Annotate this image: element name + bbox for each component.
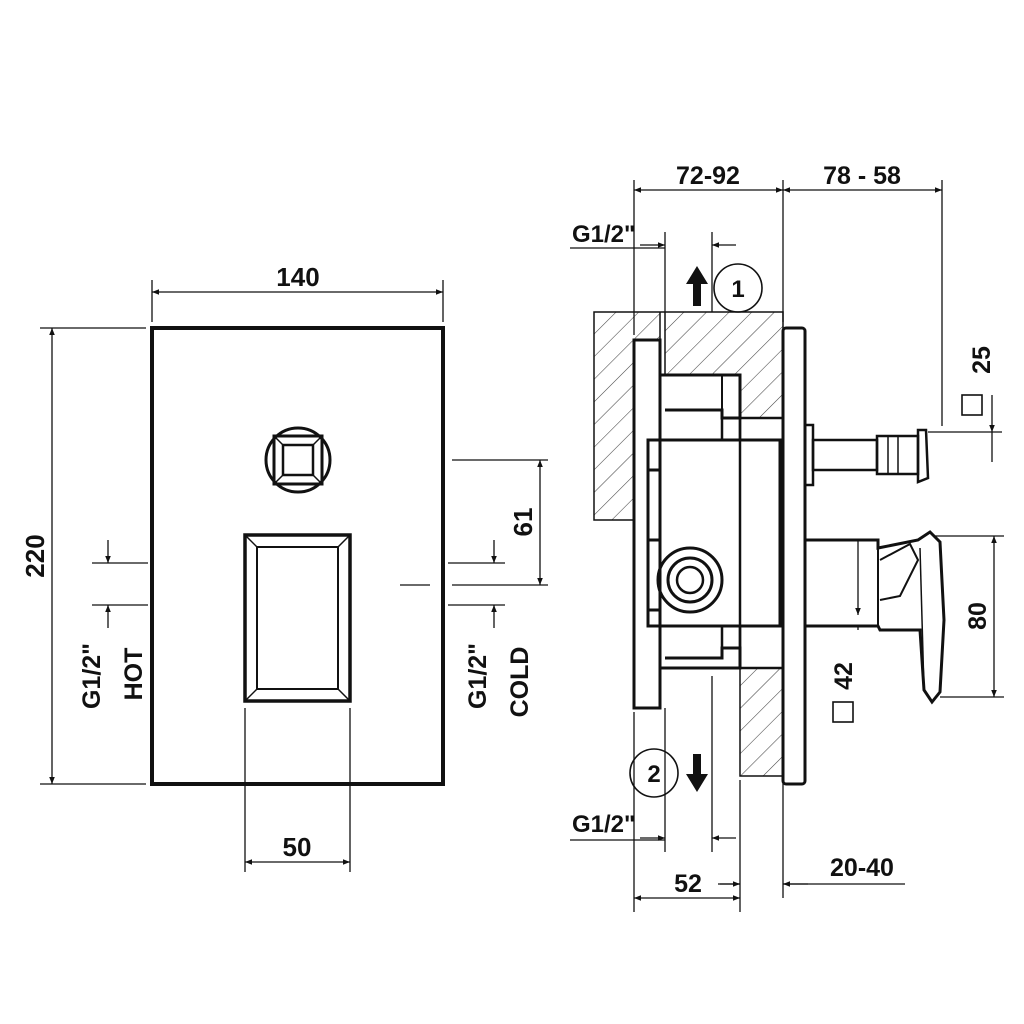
label-hot-thread: G1/2"	[78, 643, 106, 709]
side-view: 72-92 78 - 58 G1/2" 1 2	[570, 162, 1004, 912]
label-outlet1-thread: G1/2"	[572, 221, 635, 248]
label-cold: COLD	[506, 647, 534, 718]
label-outlet1-number: 1	[731, 276, 744, 303]
mixer-handle	[243, 533, 352, 703]
label-hot: HOT	[120, 648, 148, 701]
label-220: 220	[20, 534, 50, 577]
diverter-spindle	[803, 423, 930, 487]
label-outlet2-thread: G1/2"	[572, 811, 635, 838]
dimension-depth-72-92: 72-92	[633, 162, 784, 335]
diverter-knob	[264, 426, 332, 494]
upper-outlet-stub	[660, 373, 742, 420]
cover-plate	[150, 326, 445, 786]
dimension-width-140: 140	[151, 262, 444, 322]
label-cold-thread: G1/2"	[464, 643, 492, 709]
dimension-outlet1-thread: G1/2"	[570, 221, 736, 312]
label-78-58: 78 - 58	[823, 162, 901, 190]
label-20-40: 20-40	[830, 854, 894, 882]
front-view: 140 220 50 61	[20, 262, 548, 872]
dimension-width-50: 50	[244, 708, 351, 872]
lower-outlet-stub	[660, 646, 742, 670]
label-outlet2-number: 2	[647, 761, 660, 788]
arrow-down-icon	[686, 754, 708, 792]
label-61: 61	[508, 508, 538, 537]
label-42: 42	[830, 662, 858, 690]
dimension-height-80: 80	[935, 535, 1004, 698]
valve-body	[646, 416, 785, 670]
dimension-square-25: 25	[928, 346, 1002, 462]
outlet-1-marker: 1	[686, 263, 763, 313]
dimension-height-220: 220	[20, 327, 146, 785]
dimension-cold-inlet: G1/2" COLD	[448, 540, 534, 717]
label-50: 50	[283, 832, 312, 862]
dimension-spacing-61: 61	[400, 459, 548, 586]
label-52: 52	[674, 870, 702, 898]
dimension-depth-78-58: 78 - 58	[783, 162, 943, 426]
arrow-up-icon	[686, 266, 708, 306]
label-72-92: 72-92	[676, 162, 740, 190]
square-symbol-icon	[832, 701, 854, 723]
inlet-connection	[656, 546, 724, 614]
label-25: 25	[968, 346, 996, 374]
label-140: 140	[276, 262, 319, 292]
dimension-depth-20-40: 20-40	[718, 780, 905, 898]
dimension-hot-inlet: G1/2" HOT	[78, 540, 148, 709]
mixer-lever-side	[803, 530, 946, 705]
wall-section-lower	[739, 667, 784, 777]
outlet-2-marker: 2	[629, 748, 708, 798]
mounting-flange	[632, 338, 662, 710]
wall-section-upper	[593, 311, 784, 521]
cover-plate-side	[781, 326, 807, 786]
dimension-outlet2-thread: G1/2"	[570, 676, 736, 852]
dimension-square-42: 42	[830, 540, 861, 723]
label-80: 80	[964, 602, 992, 630]
square-symbol-icon	[961, 394, 983, 416]
dimension-depth-52: 52	[633, 712, 741, 912]
